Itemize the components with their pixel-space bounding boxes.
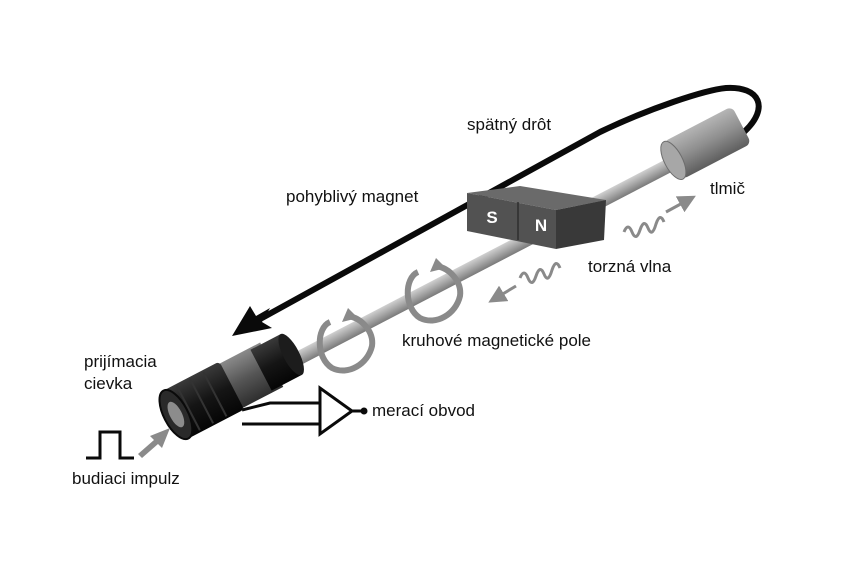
excitation-pulse-symbol xyxy=(86,430,134,460)
measuring-circuit-label: merací obvod xyxy=(372,401,475,420)
circular-field-label: kruhové magnetické pole xyxy=(402,331,591,350)
moving-magnet-label: pohyblivý magnet xyxy=(286,187,419,206)
receiving-coil-label-2: cievka xyxy=(84,374,133,393)
damper-label: tlmič xyxy=(710,179,745,198)
excitation-pulse-label: budiaci impulz xyxy=(72,469,180,488)
measuring-circuit xyxy=(241,385,368,437)
receiving-coil xyxy=(158,333,304,441)
damper-cylinder xyxy=(660,108,750,181)
return-wire-label: spätný drôt xyxy=(467,115,551,134)
excitation-arrow xyxy=(138,428,170,458)
circular-field-lower xyxy=(316,308,376,374)
circular-field-upper xyxy=(404,258,464,324)
magnet-north-label: N xyxy=(535,216,547,235)
amplifier-symbol xyxy=(318,385,355,437)
magnet-south-label: S xyxy=(486,208,497,227)
torsional-wave-upper xyxy=(622,195,696,238)
moving-magnet: S N xyxy=(467,186,606,249)
return-wire-arrowhead xyxy=(232,306,272,336)
output-terminal xyxy=(360,407,368,415)
torsional-wave-lower xyxy=(488,262,562,303)
receiving-coil-label-1: prijímacia xyxy=(84,352,157,371)
torsional-wave-label: torzná vlna xyxy=(588,257,672,276)
return-wire xyxy=(232,84,762,336)
